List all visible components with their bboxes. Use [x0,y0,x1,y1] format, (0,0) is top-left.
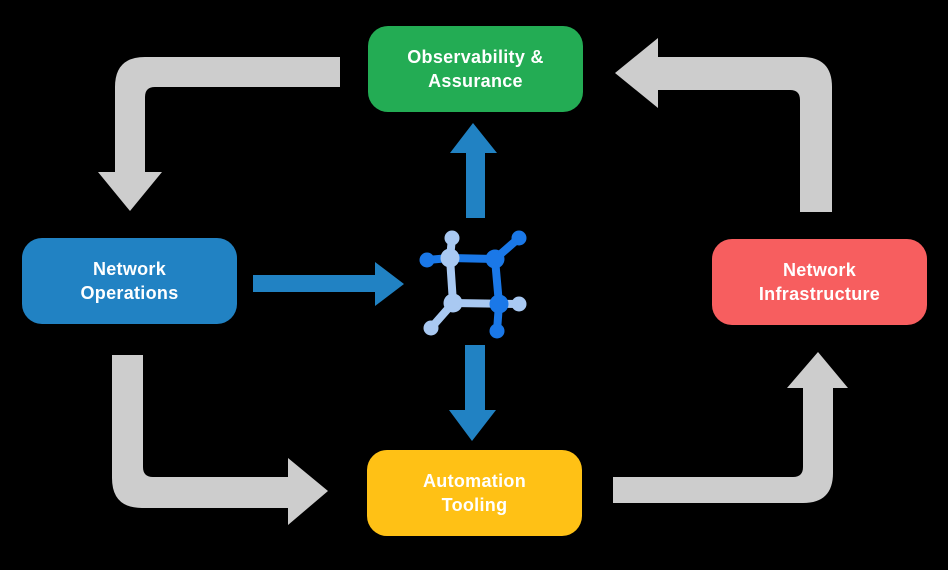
node-label-line: Network [782,259,857,280]
node-label-line: Observability & [407,46,544,67]
network-icon-dark-dot [489,323,505,339]
node-label-line: Operations [80,283,179,303]
node-label-line: Tooling [441,495,508,515]
node-automation-tooling: Automation Tooling [367,450,582,536]
network-icon-light-dot [444,230,460,246]
network-icon-dark-dot [419,252,435,268]
node-label-line: Infrastructure [758,284,881,304]
arrow-tooling-to-infrastructure [613,352,848,503]
node-observability-assurance: Observability & Assurance [368,26,583,112]
node-label-line: Network [92,258,167,279]
arrow-icon-to-observability [450,123,497,218]
node-network-infrastructure: Network Infrastructure [712,239,927,325]
network-icon-light-dot [423,320,439,336]
network-icon-light-dot [511,296,527,312]
network-node-icon [419,230,527,339]
network-icon-node [443,293,463,313]
arrow-infrastructure-to-observability [615,38,832,212]
node-network-operations: Network Operations [22,238,237,324]
network-icon-node [489,294,509,314]
network-icon-dark-dot [511,230,527,246]
arrow-operations-to-tooling [112,355,328,525]
arrow-observability-to-operations [98,57,340,211]
network-icon-node [485,249,505,269]
arrow-operations-to-icon [253,262,404,306]
arrow-icon-to-tooling [449,345,496,441]
node-label-line: Automation [423,470,526,491]
node-label-line: Assurance [428,71,523,91]
network-icon-node [440,248,460,268]
